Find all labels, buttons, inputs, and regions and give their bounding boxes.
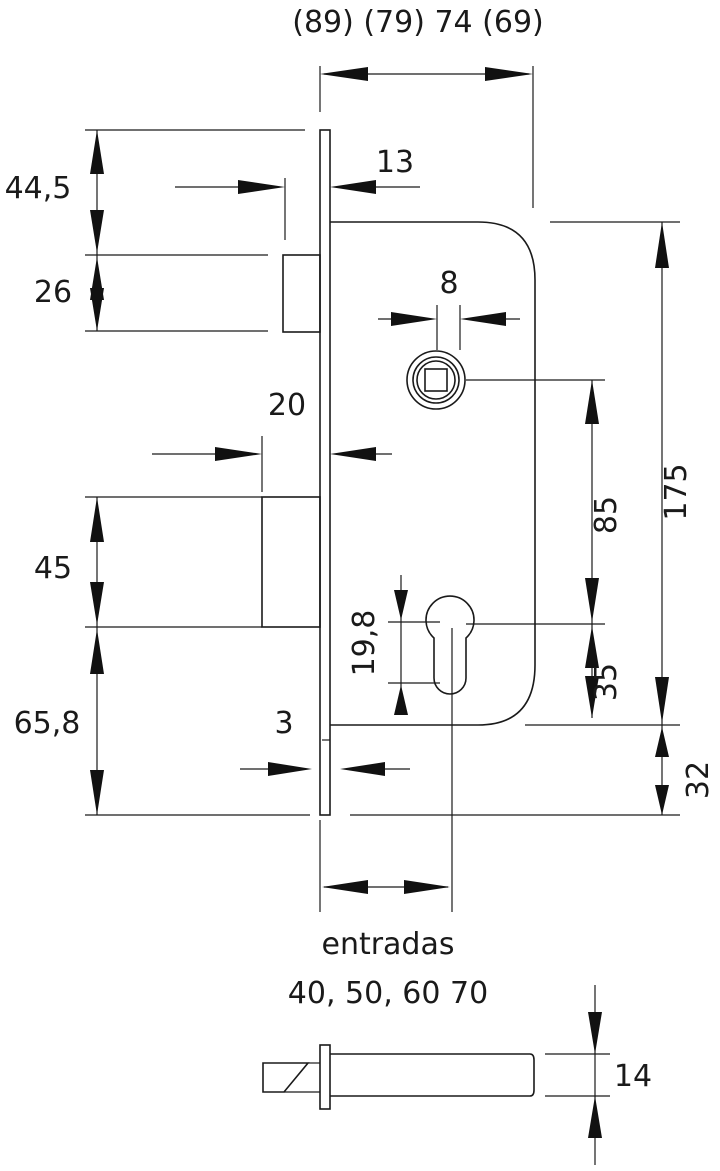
- backset-caption: entradas: [321, 927, 454, 962]
- spindle-to-cylinder-label: 85: [589, 496, 624, 534]
- cylinder-hole: [425, 595, 475, 695]
- faceplate: [319, 129, 331, 816]
- faceplate-to-bolt-label: 13: [376, 145, 414, 180]
- faceplate-to-bolt-dimension: [175, 178, 420, 240]
- right-dimensions: [350, 221, 680, 816]
- spindle-width-dimension: [378, 305, 520, 350]
- profile-thickness-label: 14: [614, 1059, 652, 1094]
- top-width-label: (89) (79) 74 (69): [292, 5, 544, 40]
- cylinder-offset-label: 19,8: [347, 610, 382, 677]
- bottom-to-deadbolt-label: 65,8: [14, 706, 81, 741]
- deadbolt-height-label: 45: [34, 551, 72, 586]
- latch-bolt: [282, 254, 321, 333]
- latch-height-label: 26: [34, 275, 72, 310]
- faceplate-thickness-dimension: [240, 762, 410, 776]
- left-top-dimensions: [85, 129, 305, 332]
- spindle-hub: [406, 350, 466, 410]
- bolt-throw-label: 20: [268, 388, 306, 423]
- backset-dimension: [319, 628, 453, 912]
- backset-values: 40, 50, 60 70: [288, 976, 488, 1011]
- left-bottom-dimensions: [85, 496, 310, 816]
- top-to-latch-label: 44,5: [5, 171, 72, 206]
- spindle-width-label: 8: [439, 266, 458, 301]
- faceplate-extension-label: 32: [681, 761, 716, 799]
- top-width-dimension: [319, 66, 534, 208]
- dead-bolt: [261, 496, 321, 628]
- lock-case: [330, 221, 536, 726]
- bolt-throw-dimension: [152, 436, 392, 492]
- cylinder-offset-dimension: [388, 575, 440, 715]
- side-profile: [262, 985, 610, 1165]
- case-height-label: 175: [659, 463, 694, 520]
- faceplate-thickness-label: 3: [274, 706, 293, 741]
- cylinder-to-bottom-label: 35: [589, 663, 624, 701]
